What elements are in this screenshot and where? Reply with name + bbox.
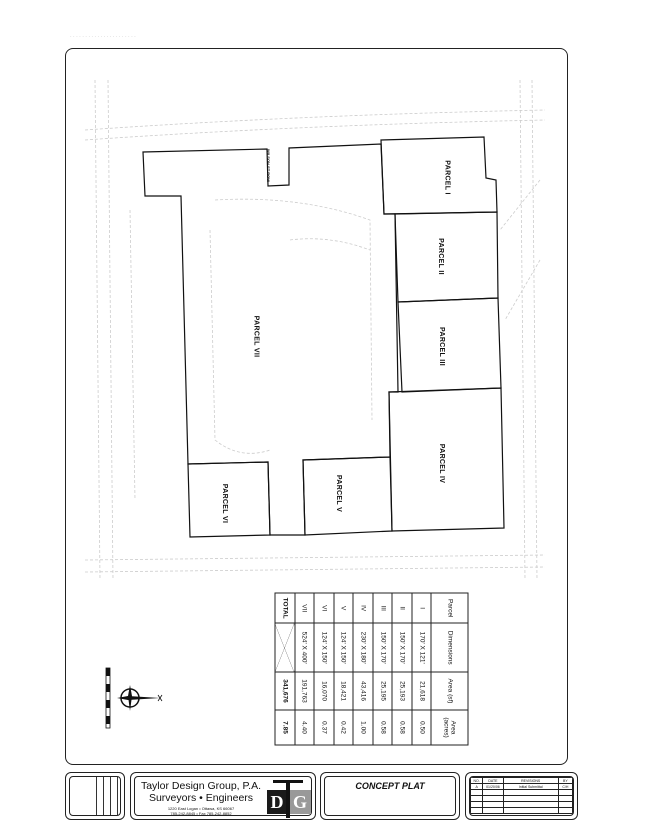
company-services: Surveyors • Engineers — [148, 792, 254, 804]
parcel-label-vii: PARCEL VII — [252, 315, 260, 358]
parcel-label-iii: PARCEL III — [437, 327, 445, 366]
parcel-iii-boundary — [397, 297, 502, 393]
cell-dimensions: 524' X 400' — [294, 623, 315, 673]
scale-bar — [105, 667, 111, 729]
header-area-acres: Area (acres) — [431, 710, 468, 745]
cell-dimensions: 124' X 150' — [333, 623, 354, 673]
total-label: TOTAL — [275, 593, 295, 624]
cell-area-acres: 0.37 — [314, 710, 334, 745]
cell-dimensions: 150' X 170' — [372, 623, 393, 673]
company-address: 1220 East Logan • Ottawa, KS 66067 — [167, 806, 235, 811]
cell-dimensions: 150' X 170' — [392, 623, 412, 673]
company-phone: 785-242-8845 • Fax 785-242-8852 — [170, 811, 232, 816]
company-block: Taylor Design Group, P.A. Surveyors • En… — [130, 772, 316, 820]
cell-parcel: II — [392, 593, 412, 624]
cell-area-sf: 191,763 — [294, 672, 315, 711]
cell-parcel: I — [411, 593, 432, 624]
parcel-label-ii: PARCEL II — [436, 238, 444, 275]
total-dimensions-crossed — [275, 623, 295, 673]
parcel-label-v: PARCEL V — [335, 474, 343, 513]
cell-dimensions: 230' X 180' — [353, 623, 373, 673]
cell-area-acres: 0.58 — [392, 710, 412, 745]
cell-area-sf: 25,195 — [372, 672, 393, 711]
dtg-logo: D G — [267, 780, 311, 818]
company-name: Taylor Design Group, P.A. — [140, 780, 262, 792]
cell-parcel: IV — [353, 593, 373, 624]
cell-parcel: VI — [314, 593, 334, 624]
parcel-vii-boundary — [142, 143, 399, 536]
revision-row-empty — [470, 807, 573, 814]
table-header-row: Parcel Dimensions Area (sf) Area (acres) — [431, 593, 468, 745]
cell-area-acres: 0.50 — [411, 710, 432, 745]
cell-area-sf: 16,070 — [314, 672, 334, 711]
cell-area-acres: 4.40 — [294, 710, 315, 745]
sheet-info-block — [65, 772, 125, 820]
cell-area-sf: 21,618 — [411, 672, 432, 711]
header-parcel: Parcel — [431, 593, 468, 624]
cell-area-sf: 25,193 — [392, 672, 412, 711]
north-arrow-compass-icon — [117, 685, 163, 711]
sheet-border — [65, 48, 568, 765]
cell-parcel: III — [372, 593, 393, 624]
cell-area-acres: 0.58 — [372, 710, 393, 745]
parcel-v-boundary — [302, 456, 393, 536]
table-total-row: TOTAL 341,676 7.85 — [275, 593, 295, 745]
cell-parcel: V — [333, 593, 354, 624]
cell-area-sf: 18,421 — [333, 672, 354, 711]
street-label: WILSON ST ROW — [266, 148, 272, 183]
parcel-label-vi: PARCEL VI — [221, 483, 229, 524]
background-streets — [84, 79, 546, 581]
cell-area-acres: 0.42 — [333, 710, 354, 745]
cell-area-sf: 43,416 — [353, 672, 373, 711]
parcel-i-boundary — [380, 136, 498, 215]
header-area-sf: Area (sf) — [431, 672, 468, 711]
drawing-title: CONCEPT PLAT — [355, 781, 425, 791]
parcel-iv-boundary — [388, 387, 505, 532]
parcel-table: Parcel Dimensions Area (sf) Area (acres)… — [275, 593, 469, 746]
parcel-label-i: PARCEL I — [443, 160, 451, 195]
total-area-acres: 7.85 — [275, 710, 295, 745]
cell-dimensions: 124' X 150' — [314, 623, 334, 673]
drawing-title-block: CONCEPT PLAT — [320, 772, 460, 820]
parcel-vi-boundary — [187, 461, 271, 538]
cell-dimensions: 170' X 121' — [411, 623, 432, 673]
cell-parcel: VII — [294, 593, 315, 624]
parcel-label-iv: PARCEL IV — [438, 443, 446, 484]
total-area-sf: 341,676 — [275, 672, 295, 711]
parcel-ii-boundary — [394, 211, 499, 303]
header-dimensions: Dimensions — [431, 623, 468, 673]
cell-area-acres: 1.00 — [353, 710, 373, 745]
header-faint-text: · · · · · · · · · · · · · · · · · · · · … — [70, 34, 136, 40]
